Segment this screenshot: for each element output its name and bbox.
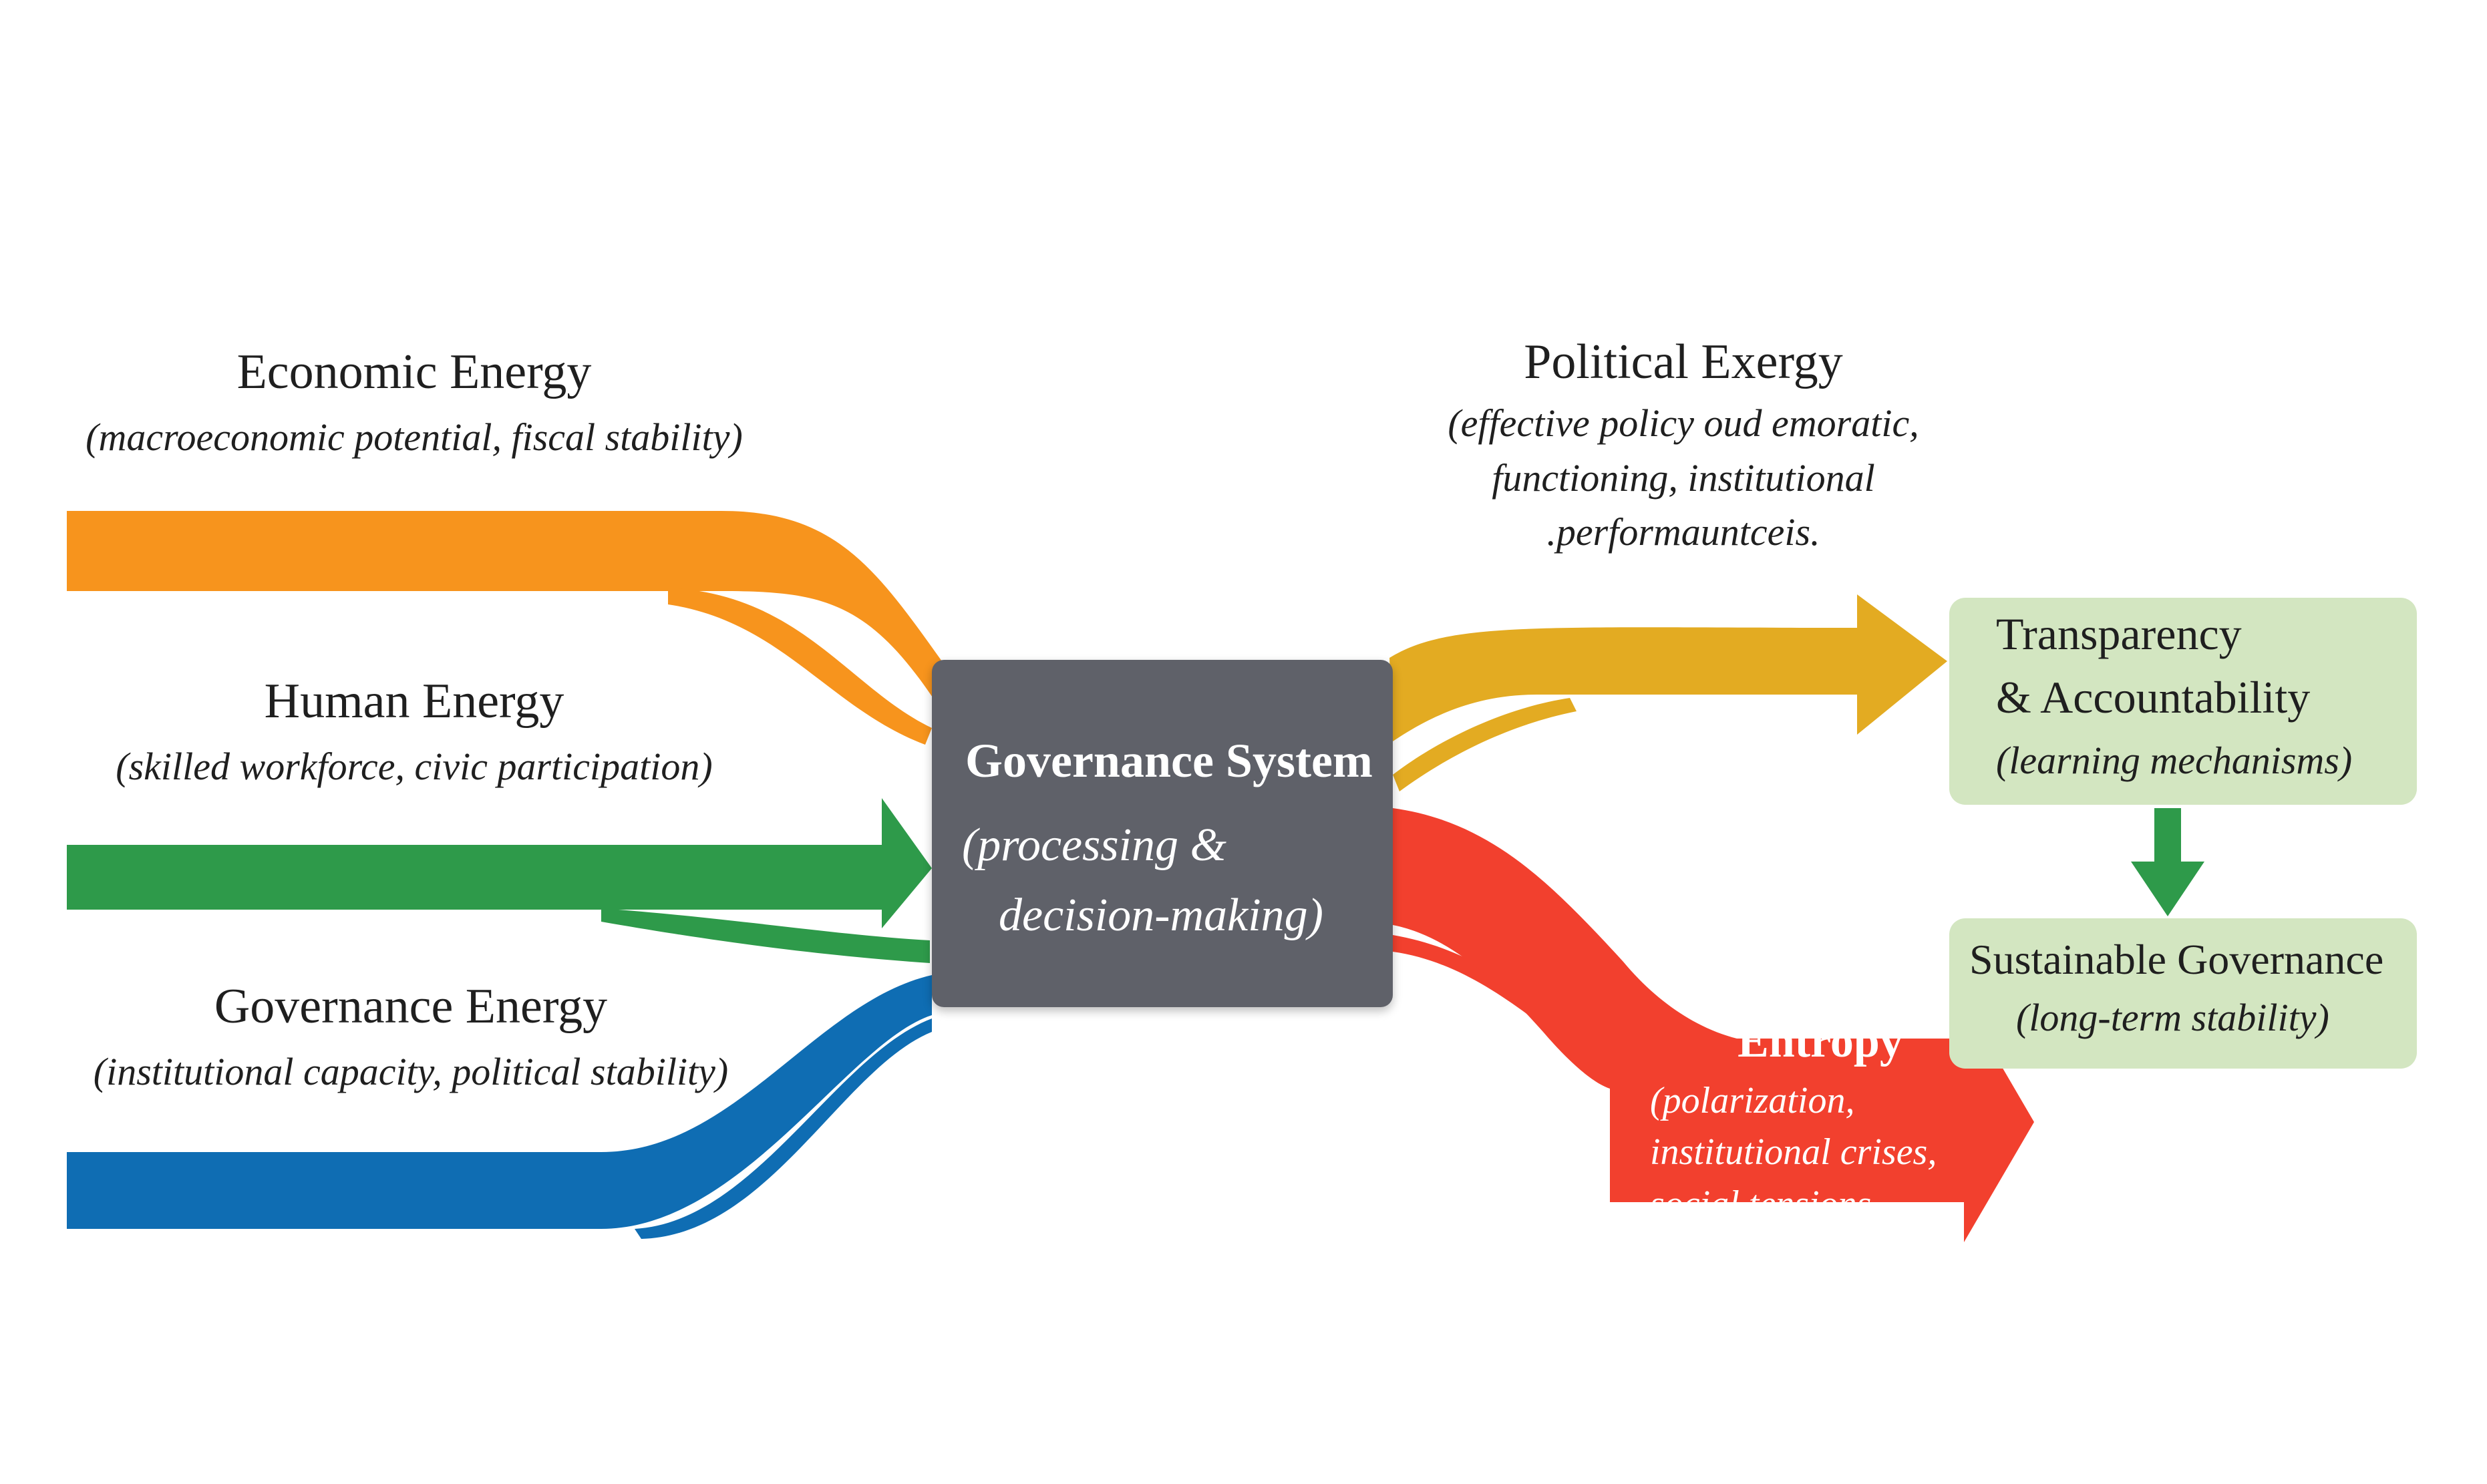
entropy-line1: (polarization,: [1650, 1080, 1855, 1121]
political-exergy-label: Political Exergy (effective policy oud e…: [1430, 334, 1937, 556]
economic-energy-title: Economic Energy: [236, 345, 592, 399]
human-energy-title: Human Energy: [264, 674, 564, 729]
governance-system-subtitle-line2: decision-making): [999, 890, 1323, 941]
human-energy-flow: [67, 798, 932, 963]
governance-system-box: Governance System (processing & decision…: [932, 660, 1393, 1007]
political-exergy-arrow: [1389, 594, 1947, 741]
economic-energy-subtitle: (macroeconomic potential, fiscal stabili…: [86, 415, 743, 459]
transparency-to-sustainable-arrow: [2131, 808, 2204, 916]
political-exergy-line1: (effective policy oud emoratic,: [1448, 401, 1919, 445]
entropy-line3: social tensions,: [1650, 1183, 1881, 1225]
transparency-line1: Transparency: [1996, 608, 2242, 659]
governance-energy-band: [67, 975, 932, 1229]
human-energy-tail: [601, 908, 930, 963]
political-exergy-tail: [1393, 698, 1577, 791]
sustainable-governance-box: Sustainable Governance (long-term stabil…: [1949, 918, 2417, 1069]
political-exergy-line2: functioning, institutional: [1492, 455, 1875, 500]
governance-energy-flow: [67, 975, 932, 1239]
governance-system-title: Governance System: [965, 734, 1373, 787]
governance-system-subtitle-line1: (processing &: [962, 819, 1226, 871]
entropy-line4: economic voliatlity): [1650, 1234, 1949, 1276]
governance-energy-title: Governance Energy: [214, 979, 608, 1034]
entropy-arrow: [1393, 808, 2034, 1242]
political-exergy-flow: [1389, 594, 1947, 791]
entropy-flow: [1393, 808, 2034, 1242]
political-exergy-title: Political Exergy: [1524, 335, 1843, 389]
economic-energy-label: Economic Energy (macroeconomic potential…: [60, 344, 768, 461]
human-energy-subtitle: (skilled workforce, civic participation): [116, 745, 713, 789]
human-energy-arrow: [67, 798, 932, 928]
governance-energy-tail: [635, 1018, 932, 1239]
entropy-title: Entropy: [1737, 1016, 1903, 1067]
entropy-label: Entropy (polarization, institutional cri…: [1650, 1015, 1948, 1282]
governance-energy-subtitle: (institutional capacity, political stabi…: [93, 1050, 729, 1094]
governance-energy-label: Governance Energy (institutional capacit…: [77, 978, 745, 1095]
human-energy-label: Human Energy (skilled workforce, civic p…: [87, 673, 741, 790]
economic-energy-tail: [668, 588, 932, 745]
economic-energy-band: [67, 511, 942, 701]
governance-system-subtitle: (processing & decision-making): [962, 810, 1323, 950]
sustainable-governance-title: Sustainable Governance: [1969, 936, 2384, 983]
political-exergy-line3: .performauntceis.: [1546, 510, 1820, 554]
economic-energy-flow: [67, 511, 942, 745]
transparency-subtitle: (learning mechanisms): [1996, 739, 2353, 782]
sustainable-governance-subtitle: (long-term stability): [2016, 996, 2329, 1039]
transparency-accountability-box: Transparency & Accountability (learning …: [1949, 598, 2417, 805]
entropy-line2: institutional crises,: [1650, 1131, 1937, 1173]
transparency-line2: & Accountability: [1996, 672, 2311, 723]
